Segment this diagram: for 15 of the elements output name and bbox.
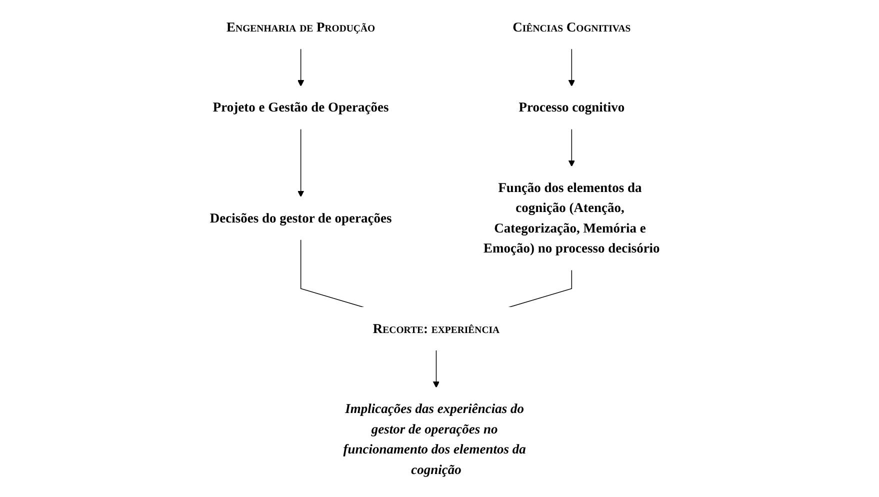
node-text: Decisões do gestor de operações: [210, 210, 392, 226]
node-text: Recorte: experiência: [372, 320, 500, 336]
node-text: Projeto e Gestão de Operações: [212, 100, 389, 115]
connector: [508, 270, 572, 308]
arrow: [432, 350, 440, 388]
arrow: [568, 48, 575, 86]
node-text: Função dos elementos da cognição (Atenção, Categorização, Memória e Emoção) no processo decisório: [484, 180, 660, 256]
node-text: Processo cognitivo: [518, 100, 625, 115]
node-text: Engenharia de Produção: [226, 19, 376, 34]
arrow: [298, 48, 304, 86]
node-text: Implicações das experiências do gestor de operações no funcionamento dos elementos da cognição: [343, 401, 526, 477]
arrow: [298, 128, 304, 198]
arrow: [568, 128, 575, 167]
connector: [300, 239, 364, 308]
node-text: Ciências Cognitivas: [512, 19, 631, 34]
